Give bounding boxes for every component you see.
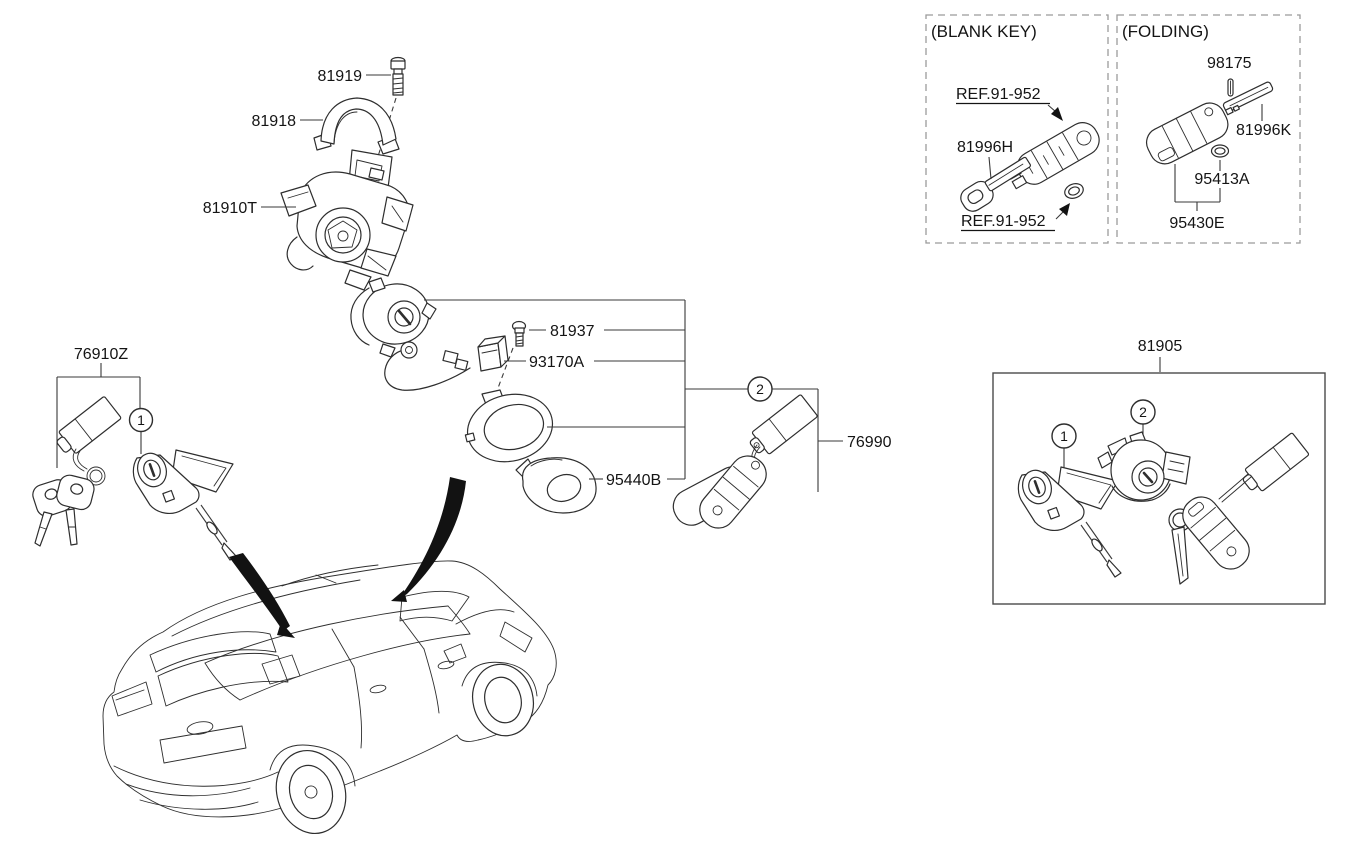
roll-pin-drawing [1227,78,1234,97]
part-label-81918[interactable]: 81918 [252,113,297,130]
inset-blank-key-title: (BLANK KEY) [931,22,1037,41]
part-label-81996h[interactable]: 81996H [957,139,1013,156]
part-label-98175[interactable]: 98175 [1207,55,1252,72]
ref-link-top[interactable]: REF.91-952 [956,86,1041,103]
grommet-drawing [1064,183,1084,199]
part-label-95413a[interactable]: 95413A [1194,171,1249,188]
part-ignition-switch [350,277,437,358]
part-81910t-lock-body [280,149,414,291]
kit-key-and-fob [1168,432,1310,585]
part-81918-clamp [313,97,400,155]
part-antenna-coil [464,389,554,463]
part-label-81996k[interactable]: 81996K [1236,122,1291,139]
leader-lines [56,74,843,492]
kit-callout-1[interactable]: 1 [1051,423,1077,449]
kit-door-lock-cylinder [1016,464,1123,579]
location-arrow-column [391,477,466,602]
callout-1[interactable]: 1 [128,407,154,433]
callout-1-number: 1 [137,412,145,428]
part-label-81937[interactable]: 81937 [550,323,595,340]
kit-81905-box: 1 2 [992,357,1326,605]
part-label-81910t[interactable]: 81910T [203,200,257,217]
part-81919-screw [390,56,406,96]
part-93170a-immobilizer [384,335,509,391]
inset-folding-title: (FOLDING) [1122,22,1209,41]
inset-folding: (FOLDING) 98175 81996K 95413A [1116,14,1301,244]
key-blank-drawing [960,156,1031,212]
part-95440b-cover [515,457,597,514]
part-door-lock-cylinder [131,447,238,562]
callout-2[interactable]: 2 [747,376,773,402]
battery-drawing [1210,144,1230,158]
inset-blank-key: (BLANK KEY) [925,14,1109,244]
key-blade-drawing [1222,81,1274,116]
part-76910z-keyset [32,396,122,547]
location-arrow-door [229,553,295,638]
part-label-76910z[interactable]: 76910Z [74,346,128,363]
part-label-81905[interactable]: 81905 [1138,338,1183,355]
part-76990-keyset [672,393,819,536]
kit-callout-1-number: 1 [1060,428,1068,444]
folding-key-drawing [1145,102,1229,165]
part-label-93170a[interactable]: 93170A [529,354,584,371]
kit-ignition-cylinder [1097,431,1191,502]
vehicle-drawing [102,560,557,835]
part-label-81919[interactable]: 81919 [318,68,363,85]
part-81937-screw [511,320,527,347]
part-label-95440b[interactable]: 95440B [606,472,661,489]
smart-key-drawing [1006,122,1100,190]
kit-callout-2[interactable]: 2 [1130,399,1156,425]
part-label-95430e[interactable]: 95430E [1169,215,1224,232]
part-label-76990[interactable]: 76990 [847,434,892,451]
kit-callout-2-number: 2 [1139,404,1147,420]
callout-2-number: 2 [756,381,764,397]
ref-link-bottom[interactable]: REF.91-952 [961,213,1046,230]
